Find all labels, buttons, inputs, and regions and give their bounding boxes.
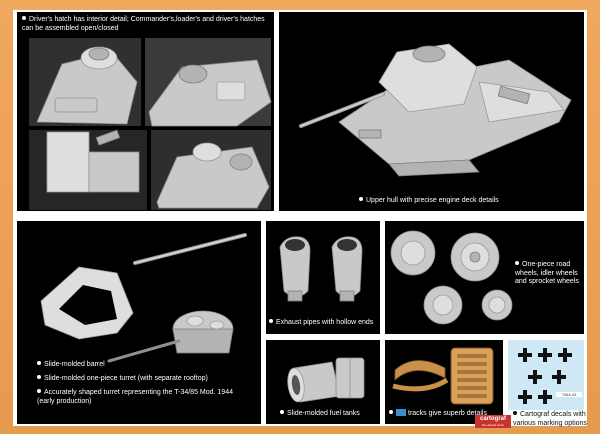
panel-exhaust: Exhaust pipes with hollow ends bbox=[266, 221, 380, 334]
wheels-render bbox=[385, 221, 584, 334]
caption-hatches: Driver's hatch has interior detail; Comm… bbox=[22, 16, 265, 32]
caption-wheels: One-piece road wheels, idler wheels and … bbox=[515, 261, 579, 285]
caption-turret: Slide-molded one-piece turret (with sepa… bbox=[37, 375, 257, 384]
cartograf-logo: cartograf fine decals since bbox=[475, 415, 511, 428]
panel-turret: Slide-molded barrel Slide-molded one-pie… bbox=[17, 221, 261, 424]
decal-sheet-code: 7064-43 bbox=[556, 392, 582, 397]
bullet-icon bbox=[389, 410, 393, 414]
bullet-icon bbox=[37, 361, 41, 365]
panel-tracks: tracks give superb details bbox=[385, 340, 503, 424]
product-sheet: Driver's hatch has interior detail; Comm… bbox=[13, 10, 587, 428]
caption-tracks: tracks give superb details bbox=[389, 409, 503, 419]
caption-upper-hull: Upper hull with precise engine deck deta… bbox=[359, 197, 579, 206]
balkenkreuz-decal bbox=[528, 370, 542, 384]
bullet-icon bbox=[280, 410, 284, 414]
bullet-icon bbox=[269, 319, 273, 323]
caption-decals: Cartograf decals with various marking op… bbox=[513, 411, 587, 427]
exhaust-render bbox=[266, 221, 380, 334]
bullet-icon bbox=[37, 375, 41, 379]
bullet-icon bbox=[359, 197, 363, 201]
balkenkreuz-decal bbox=[538, 348, 552, 362]
turret-render bbox=[17, 221, 261, 424]
panel-fuel-tanks: Slide-molded fuel tanks bbox=[266, 340, 380, 424]
panel-decals: 7064-43 bbox=[508, 340, 584, 410]
tracks-render bbox=[385, 340, 503, 424]
balkenkreuz-decal bbox=[538, 390, 552, 404]
bullet-icon bbox=[513, 411, 517, 415]
panel-upper-hull: Upper hull with precise engine deck deta… bbox=[279, 12, 584, 211]
balkenkreuz-decal bbox=[518, 348, 532, 362]
balkenkreuz-decal bbox=[518, 390, 532, 404]
balkenkreuz-decal bbox=[558, 348, 572, 362]
fuel-tanks-render bbox=[266, 340, 380, 424]
bullet-icon bbox=[515, 261, 519, 265]
caption-barrel: Slide-molded barrel bbox=[37, 361, 257, 370]
hatches-render bbox=[17, 12, 274, 211]
bullet-icon bbox=[37, 389, 41, 393]
upper-hull-render bbox=[279, 12, 584, 211]
caption-shaped-turret: Accurately shaped turret representing th… bbox=[37, 389, 233, 405]
caption-exhaust: Exhaust pipes with hollow ends bbox=[269, 319, 379, 328]
bullet-icon bbox=[22, 16, 26, 20]
caption-fuel-tanks: Slide-molded fuel tanks bbox=[280, 410, 380, 419]
track-type-badge bbox=[396, 409, 406, 416]
panel-wheels: One-piece road wheels, idler wheels and … bbox=[385, 221, 584, 334]
panel-hatches: Driver's hatch has interior detail; Comm… bbox=[17, 12, 274, 211]
balkenkreuz-decal bbox=[552, 370, 566, 384]
